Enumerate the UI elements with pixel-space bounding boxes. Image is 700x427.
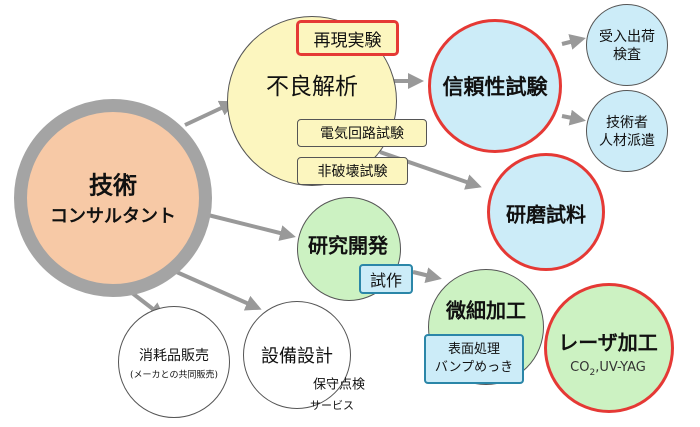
consumables-label-line1: 消耗品販売 (139, 348, 209, 364)
acceptance-label-line1: 受入出荷 (599, 29, 655, 45)
acceptance-inspection-node (586, 4, 668, 86)
circuit-test-tag: 電気回路試験 (297, 119, 427, 147)
maintenance-label-line1: 保守点検 (312, 377, 366, 393)
reproduction-test-tag: 再現実験 (296, 20, 399, 56)
surface-treatment-tag: 表面処理 バンプめっき (424, 334, 524, 384)
arrow-reliability-to-acceptance (561, 34, 586, 50)
surface-treatment-line1: 表面処理 (447, 342, 500, 358)
equipment-design-label: 設備設計 (261, 346, 333, 367)
consumables-sales-node (118, 306, 230, 418)
laser-subtitle-co: CO (570, 360, 590, 376)
laser-subtitle: CO2,UV-YAG (570, 360, 646, 378)
laser-processing-node (544, 283, 674, 413)
consumables-label-line2: (メーカとの共同販売) (130, 370, 218, 381)
reliability-test-label: 信頼性試験 (442, 75, 548, 99)
engineer-dispatch-node (586, 90, 668, 172)
polishing-sample-label: 研磨試料 (506, 202, 586, 227)
arrow-prototype-to-microfab (412, 267, 442, 283)
arrow-consult-to-equipment (171, 268, 262, 311)
consultant-label-line1: 技術 (89, 171, 137, 200)
dispatch-label-line2: 人材派遣 (599, 133, 655, 149)
laser-subtitle-rest: ,UV-YAG (595, 360, 646, 376)
prototype-tag: 試作 (359, 264, 413, 294)
microfabrication-label: 微細加工 (446, 298, 526, 323)
laser-subtitle-sub: 2 (589, 367, 596, 378)
surface-treatment-line2: バンプめっき (434, 360, 514, 375)
maintenance-label-line2: サービス (310, 399, 354, 412)
arrow-consult-to-defect (184, 100, 236, 127)
arrow-reliability-to-dispatch (561, 109, 586, 126)
dispatch-label-line1: 技術者 (606, 115, 648, 131)
polishing-sample-node (487, 153, 605, 271)
equipment-design-node (243, 301, 351, 409)
rnd-label: 研究開発 (308, 233, 388, 258)
reliability-test-node (428, 19, 562, 153)
acceptance-label-line2: 検査 (613, 47, 641, 63)
laser-processing-label: レーザ加工 (558, 330, 658, 355)
defect-analysis-label: 不良解析 (266, 74, 358, 100)
arrow-consult-to-rnd (199, 211, 296, 241)
nondestructive-test-tag: 非破壊試験 (297, 157, 408, 185)
consultant-label-line2: コンサルタント (50, 206, 176, 227)
